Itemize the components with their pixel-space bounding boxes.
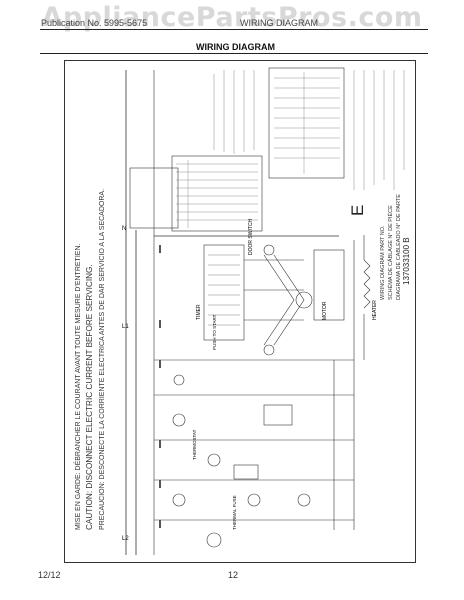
- section-header: WIRING DIAGRAM: [240, 18, 318, 28]
- push-to-start-label: PUSH TO START: [212, 314, 217, 350]
- publication-header: Publication No. 5995-5675: [41, 18, 148, 28]
- diagram-title-fr: SCHÉMA DE CÂBLAGE N° DE PIÈCE: [387, 205, 394, 300]
- footer-page-number: 12: [228, 570, 239, 580]
- watermark: AppliancePartsPros.com: [41, 2, 423, 33]
- motor-label: MOTOR: [322, 301, 328, 320]
- part-number: 137033100 B: [402, 237, 411, 285]
- legend: [129, 67, 405, 232]
- heater-label: HEATER: [372, 300, 378, 320]
- motor-block: MOTOR DOOR SWITCH: [248, 219, 328, 356]
- door-switch-label: DOOR SWITCH: [248, 219, 254, 255]
- caution-fr: MISE EN GARDE: DÉBRANCHER LE COURANT AVA…: [73, 244, 82, 530]
- thermostat-label: THERMOSTAT: [192, 429, 197, 460]
- small-labels: [159, 245, 161, 528]
- thermal-fuse-label: THERMAL FUSE: [232, 495, 237, 530]
- terminal-l2: L2: [122, 536, 129, 542]
- diagram-title-en: WIRING DIAGRAM PART NO.: [380, 225, 386, 300]
- timer-label: TIMER: [196, 304, 202, 320]
- component-lines: [154, 240, 355, 548]
- terminal-l1: L1: [122, 324, 129, 330]
- wiring-diagram-svg: CAUTION: DISCONNECT ELECTRIC CURRENT BEF…: [64, 60, 416, 563]
- caution-es: PRECAUCION: DESCONECTE LA CORRIENTE ELEC…: [99, 189, 106, 530]
- revision-letter: E: [348, 205, 367, 216]
- heater-block: [363, 235, 371, 360]
- footer-date: 12/12: [38, 570, 61, 580]
- title-rule: [40, 53, 428, 54]
- caution-en: CAUTION: DISCONNECT ELECTRIC CURRENT BEF…: [85, 264, 94, 530]
- caution-block: CAUTION: DISCONNECT ELECTRIC CURRENT BEF…: [73, 189, 106, 530]
- page-title: WIRING DIAGRAM: [196, 42, 275, 52]
- diagram-title-es: DIAGRAMA DE CABLEADO N° DE PARTE: [396, 194, 402, 300]
- terminal-n: N: [122, 226, 126, 232]
- timer-block: TIMER: [196, 244, 304, 341]
- header-rule: [40, 29, 428, 30]
- wiring-diagram: CAUTION: DISCONNECT ELECTRIC CURRENT BEF…: [64, 60, 416, 563]
